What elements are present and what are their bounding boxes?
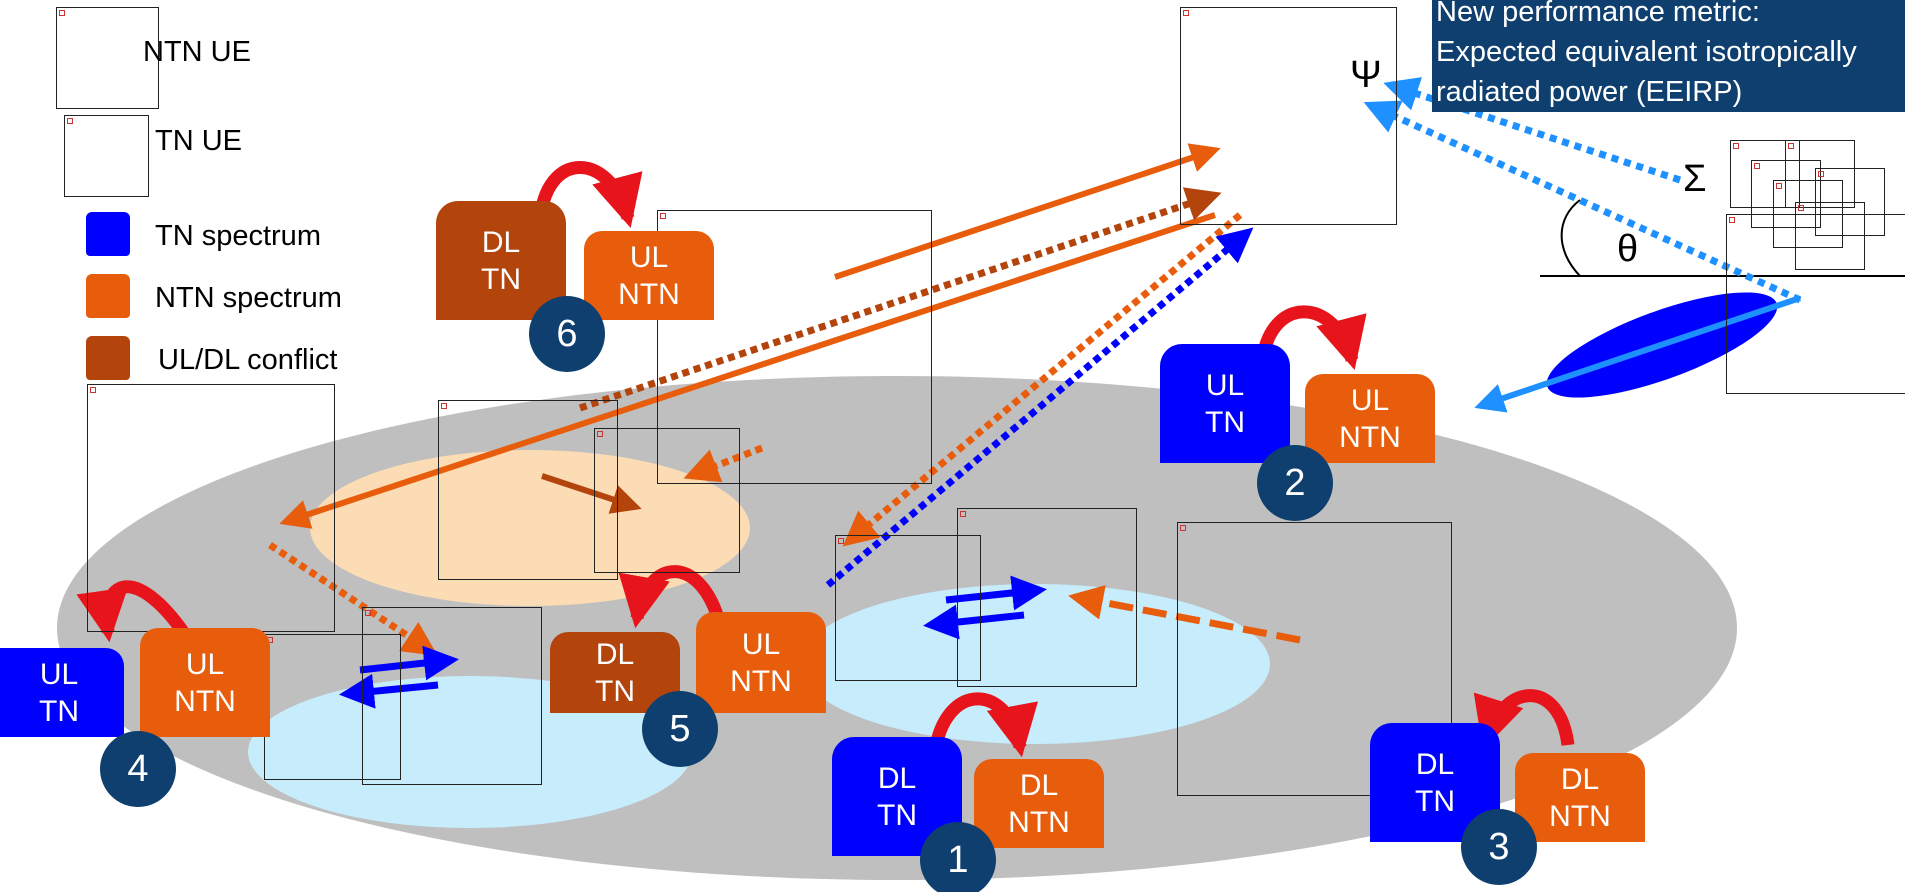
scenario-6-tn-block: DL TN [436, 201, 566, 320]
beam-arrow-to-psi-lower [1363, 100, 1802, 304]
tn-dotted-arrow-center [825, 227, 1254, 588]
legend-tn-ue-label: TN UE [155, 125, 242, 157]
tn-arrow-center-upper [945, 575, 1047, 611]
psi-symbol: Ψ [1350, 54, 1382, 96]
ue-image-placeholder [957, 508, 1137, 687]
scenario-3-number-badge: 3 [1461, 809, 1537, 885]
metric-line-2: Expected equivalent isotropically [1436, 36, 1857, 68]
ntn-dotted-arrow-left [268, 542, 438, 656]
ntn-dotted-arrow-peach [683, 444, 764, 483]
scenario-2-tn-block: UL TN [1160, 344, 1290, 463]
scenario-4-ntn-block: UL NTN [140, 628, 270, 737]
tn-arrow-left-upper [359, 645, 459, 681]
ue-image-placeholder [835, 535, 981, 681]
scenario-5-ntn-block: UL NTN [696, 612, 826, 713]
tn-arrow-center-lower [923, 604, 1025, 640]
scenario-4-tn-block: UL TN [0, 648, 124, 737]
hop-arrow-5 [618, 565, 727, 629]
ue-image-placeholder [1177, 522, 1452, 796]
scenario-2-number-badge: 2 [1257, 445, 1333, 521]
cell-light-blue-left [248, 676, 692, 828]
legend-ntn-ue-label: NTN UE [143, 36, 251, 68]
legend-tn-spectrum-swatch [86, 212, 130, 256]
legend-tn-spectrum-label: TN spectrum [155, 220, 321, 252]
legend-conflict-label: UL/DL conflict [158, 344, 338, 376]
scenario-6-ntn-block: UL NTN [584, 231, 714, 320]
satellite-image-placeholder [1180, 7, 1397, 225]
hop-arrow-3 [1473, 689, 1575, 750]
hop-arrow-1 [928, 692, 1038, 758]
scenario-6-number-badge: 6 [529, 296, 605, 372]
scenario-5-number-badge: 5 [642, 691, 718, 767]
sigma-symbol: Σ [1683, 158, 1707, 200]
hop-arrow-2 [1255, 305, 1367, 371]
satellite-array-placeholder [1795, 202, 1865, 270]
legend-ntn-spectrum-label: NTN spectrum [155, 282, 342, 314]
hop-arrow-6 [533, 161, 643, 229]
performance-metric-box: New performance metric: Expected equival… [1432, 0, 1905, 112]
ntn-dashed-arrow-right [1068, 585, 1301, 644]
ntn-downlink-arrow [279, 212, 1216, 529]
scenario-2-ntn-block: UL NTN [1305, 374, 1435, 463]
tn-ue-image-placeholder [64, 115, 149, 197]
beam-arrow-to-ground [1474, 295, 1801, 413]
legend-ntn-spectrum-swatch [86, 274, 130, 318]
scenario-3-ntn-block: DL NTN [1515, 753, 1645, 842]
metric-line-3: radiated power (EEIRP) [1436, 76, 1743, 108]
scenario-4-number-badge: 4 [100, 731, 176, 807]
ntn-dotted-arrow-center [842, 212, 1243, 547]
satellite-array-placeholder [1773, 180, 1843, 248]
theta-symbol: θ [1617, 228, 1639, 270]
tn-arrow-left-lower [339, 673, 439, 709]
conflict-arrow-peach [541, 473, 642, 514]
conflict-dotted-arrow [578, 187, 1222, 412]
legend-conflict-swatch [86, 336, 130, 380]
satellite-array-placeholder [1751, 160, 1821, 228]
cell-light-blue-center [800, 584, 1270, 744]
ue-image-placeholder [362, 607, 542, 785]
scenario-1-ntn-block: DL NTN [974, 759, 1104, 848]
metric-line-1: New performance metric: [1436, 0, 1760, 28]
scenario-1-number-badge: 1 [920, 822, 996, 892]
elevation-angle-arc [1560, 199, 1581, 277]
ue-image-placeholder [87, 384, 335, 632]
ue-image-placeholder [438, 400, 618, 580]
hop-arrow-4 [76, 580, 196, 646]
ue-image-placeholder [657, 210, 932, 484]
satellite-array-placeholder [1730, 140, 1800, 208]
ue-image-placeholder [594, 428, 740, 573]
ntn-ue-image-placeholder [56, 7, 159, 109]
ntn-uplink-arrow [834, 143, 1221, 280]
